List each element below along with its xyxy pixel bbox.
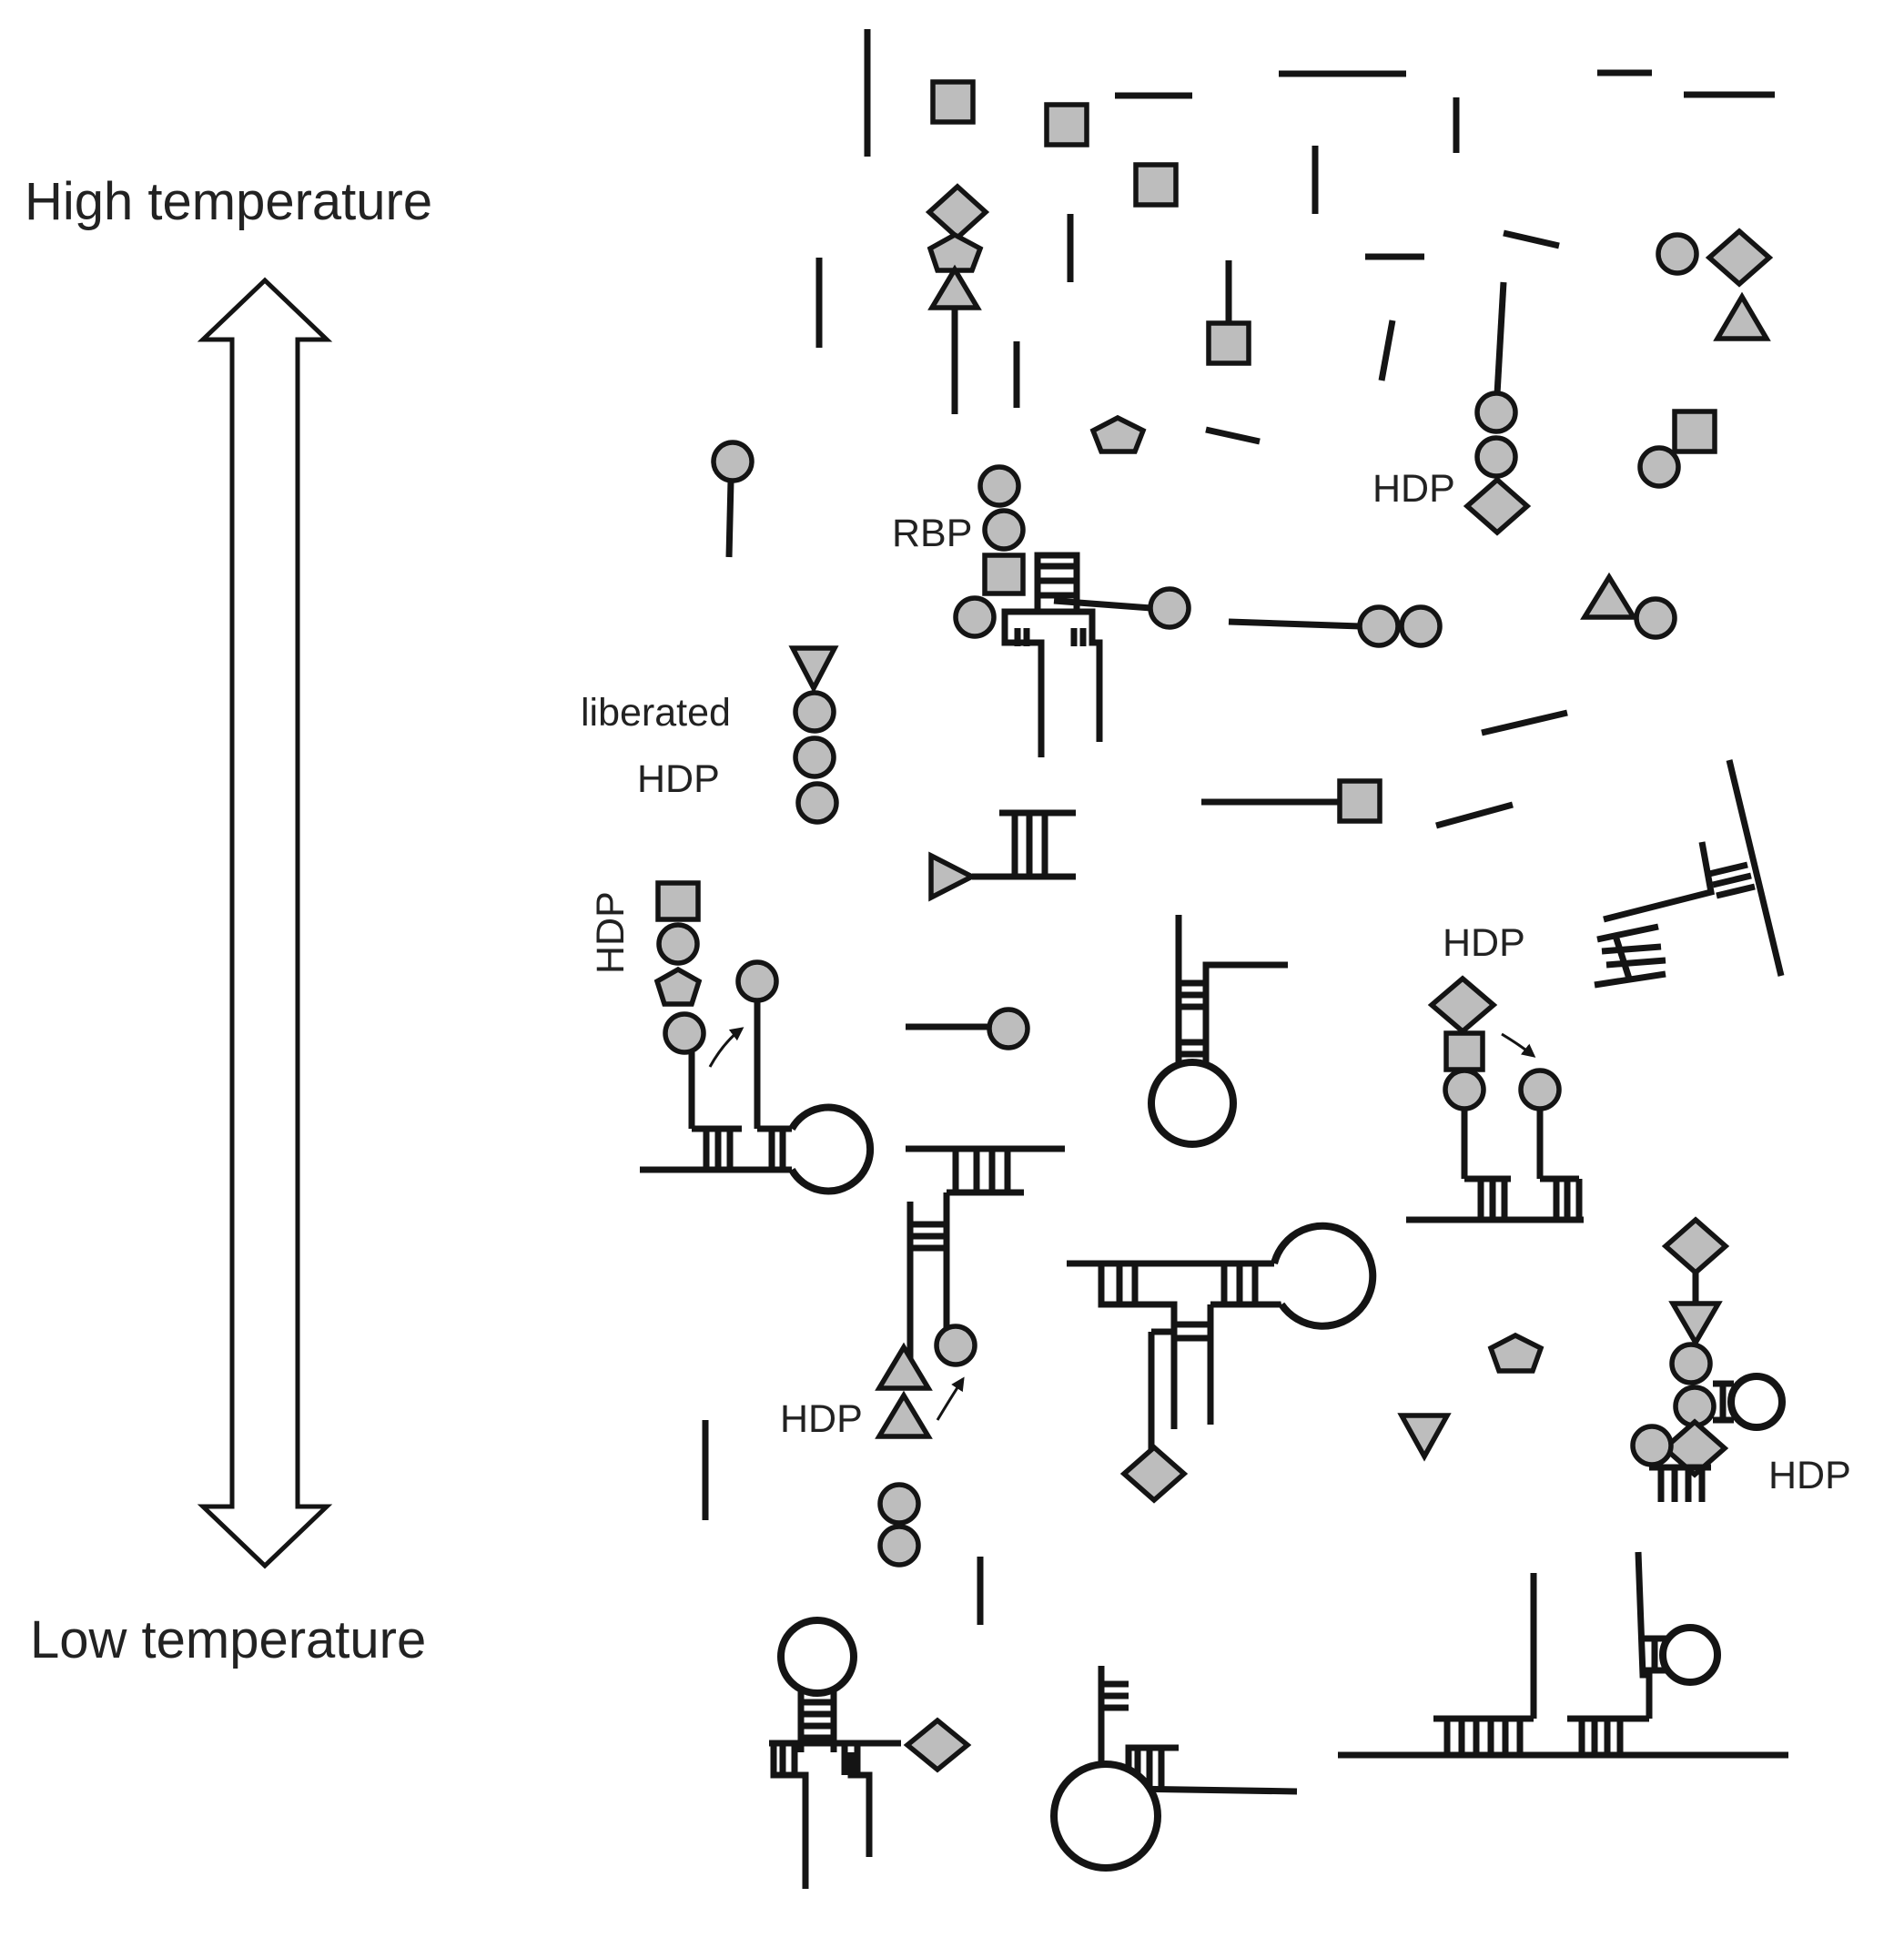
free-proteins-lower: [877, 1332, 1544, 1568]
diamond-icon: [1661, 1216, 1730, 1276]
hairpin-bottom-left: [769, 1617, 972, 1889]
hdp-label-top-right: HDP: [1372, 467, 1455, 511]
liberated-hdp-label-line2: HDP: [637, 757, 720, 801]
pentagon-icon: [927, 231, 984, 273]
diamond-icon: [903, 1717, 972, 1773]
hairpin-middle: [1148, 915, 1288, 1148]
square-icon: [930, 79, 976, 125]
circle-icon: [1634, 596, 1677, 640]
triangle-icon: [875, 1342, 933, 1391]
hdp-label-lower-middle: HDP: [780, 1397, 863, 1441]
diamond-icon: [1427, 975, 1498, 1035]
square-icon: [1443, 1030, 1485, 1072]
tilted-duplex-right: [1594, 759, 1785, 989]
triangle-icon: [875, 1390, 933, 1439]
circle-icon: [977, 464, 1021, 508]
circle-icon: [793, 736, 836, 779]
circle-icon: [663, 1011, 706, 1055]
square-icon: [1206, 320, 1251, 366]
strand-with-circle: [906, 1007, 1030, 1050]
diamond-icon: [1705, 228, 1774, 288]
circle-icon: [793, 690, 836, 734]
circle-icon: [711, 440, 755, 483]
hdp-complex-lower-middle: [875, 1145, 1065, 1439]
circle-icon: [1399, 604, 1443, 648]
duplexes-bottom-right: [1338, 1551, 1788, 1759]
pentagon-icon: [1487, 1332, 1544, 1374]
inverted-triangle-icon: [788, 645, 839, 694]
circle-icon: [1630, 1424, 1674, 1467]
strand-two-circles: [1228, 604, 1443, 648]
circle-icon: [1443, 1068, 1486, 1111]
triangle-icon: [1580, 572, 1638, 620]
square-icon: [1672, 409, 1717, 454]
circle-icon: [877, 1524, 921, 1568]
diamond-icon: [1463, 476, 1532, 536]
hdp-complex-lower-right: [1630, 1216, 1786, 1502]
circle-icon: [1656, 232, 1699, 276]
rbp-label: RBP: [892, 512, 973, 555]
circle-icon: [1518, 1068, 1562, 1111]
circle-icon: [982, 508, 1026, 552]
inverted-triangle-icon: [1397, 1413, 1452, 1462]
circle-icon: [987, 1007, 1030, 1050]
inverted-triangle-icon: [1668, 1301, 1723, 1348]
circle-icon: [877, 1482, 921, 1526]
liberated-hdp: [788, 645, 839, 825]
diamond-icon: [1660, 1418, 1729, 1478]
free-proteins-top: [711, 79, 1774, 640]
circle-icon: [1474, 435, 1518, 479]
circle-icon: [1669, 1342, 1713, 1385]
circle-icon: [656, 922, 700, 966]
square-icon: [1133, 162, 1179, 208]
hdp-label-lower-right: HDP: [1768, 1454, 1851, 1497]
pentagon-icon: [653, 966, 703, 1007]
square-icon: [655, 880, 701, 922]
circle-icon: [1148, 586, 1191, 630]
circle-icon: [1474, 391, 1518, 434]
diamond-icon: [1119, 1444, 1189, 1504]
square-icon: [982, 553, 1026, 596]
diamond-icon: [925, 183, 990, 241]
circle-icon: [934, 1324, 977, 1367]
triangle-icon: [928, 851, 978, 902]
temperature-axis-high-label: High temperature: [25, 172, 433, 231]
strand-with-square: [1201, 778, 1382, 824]
square-icon: [1044, 102, 1089, 147]
triangle-duplex: [928, 809, 1076, 902]
triangle-icon: [927, 264, 982, 310]
pentagon-icon: [1089, 414, 1147, 454]
large-structure-with-loop: [1067, 1222, 1377, 1504]
circle-icon: [795, 781, 839, 825]
hdp-complex-left: [640, 880, 875, 1195]
liberated-hdp-label-line1: liberated: [581, 691, 731, 735]
circle-icon: [953, 595, 997, 639]
circle-icon: [1357, 604, 1401, 648]
free-rna-fragments: [702, 29, 1775, 1625]
square-icon: [1337, 778, 1382, 824]
hairpin-bottom-middle: [1050, 1666, 1298, 1872]
hdp-label-mid-right: HDP: [1443, 921, 1525, 965]
rbp-complex: [953, 464, 1191, 757]
circle-icon: [1637, 445, 1681, 489]
double-arrow-icon: [197, 277, 333, 1569]
circle-icon: [735, 959, 779, 1003]
triangle-icon: [1713, 291, 1771, 341]
hdp-complex-right: [1406, 975, 1584, 1223]
temperature-axis-low-label: Low temperature: [30, 1610, 427, 1669]
